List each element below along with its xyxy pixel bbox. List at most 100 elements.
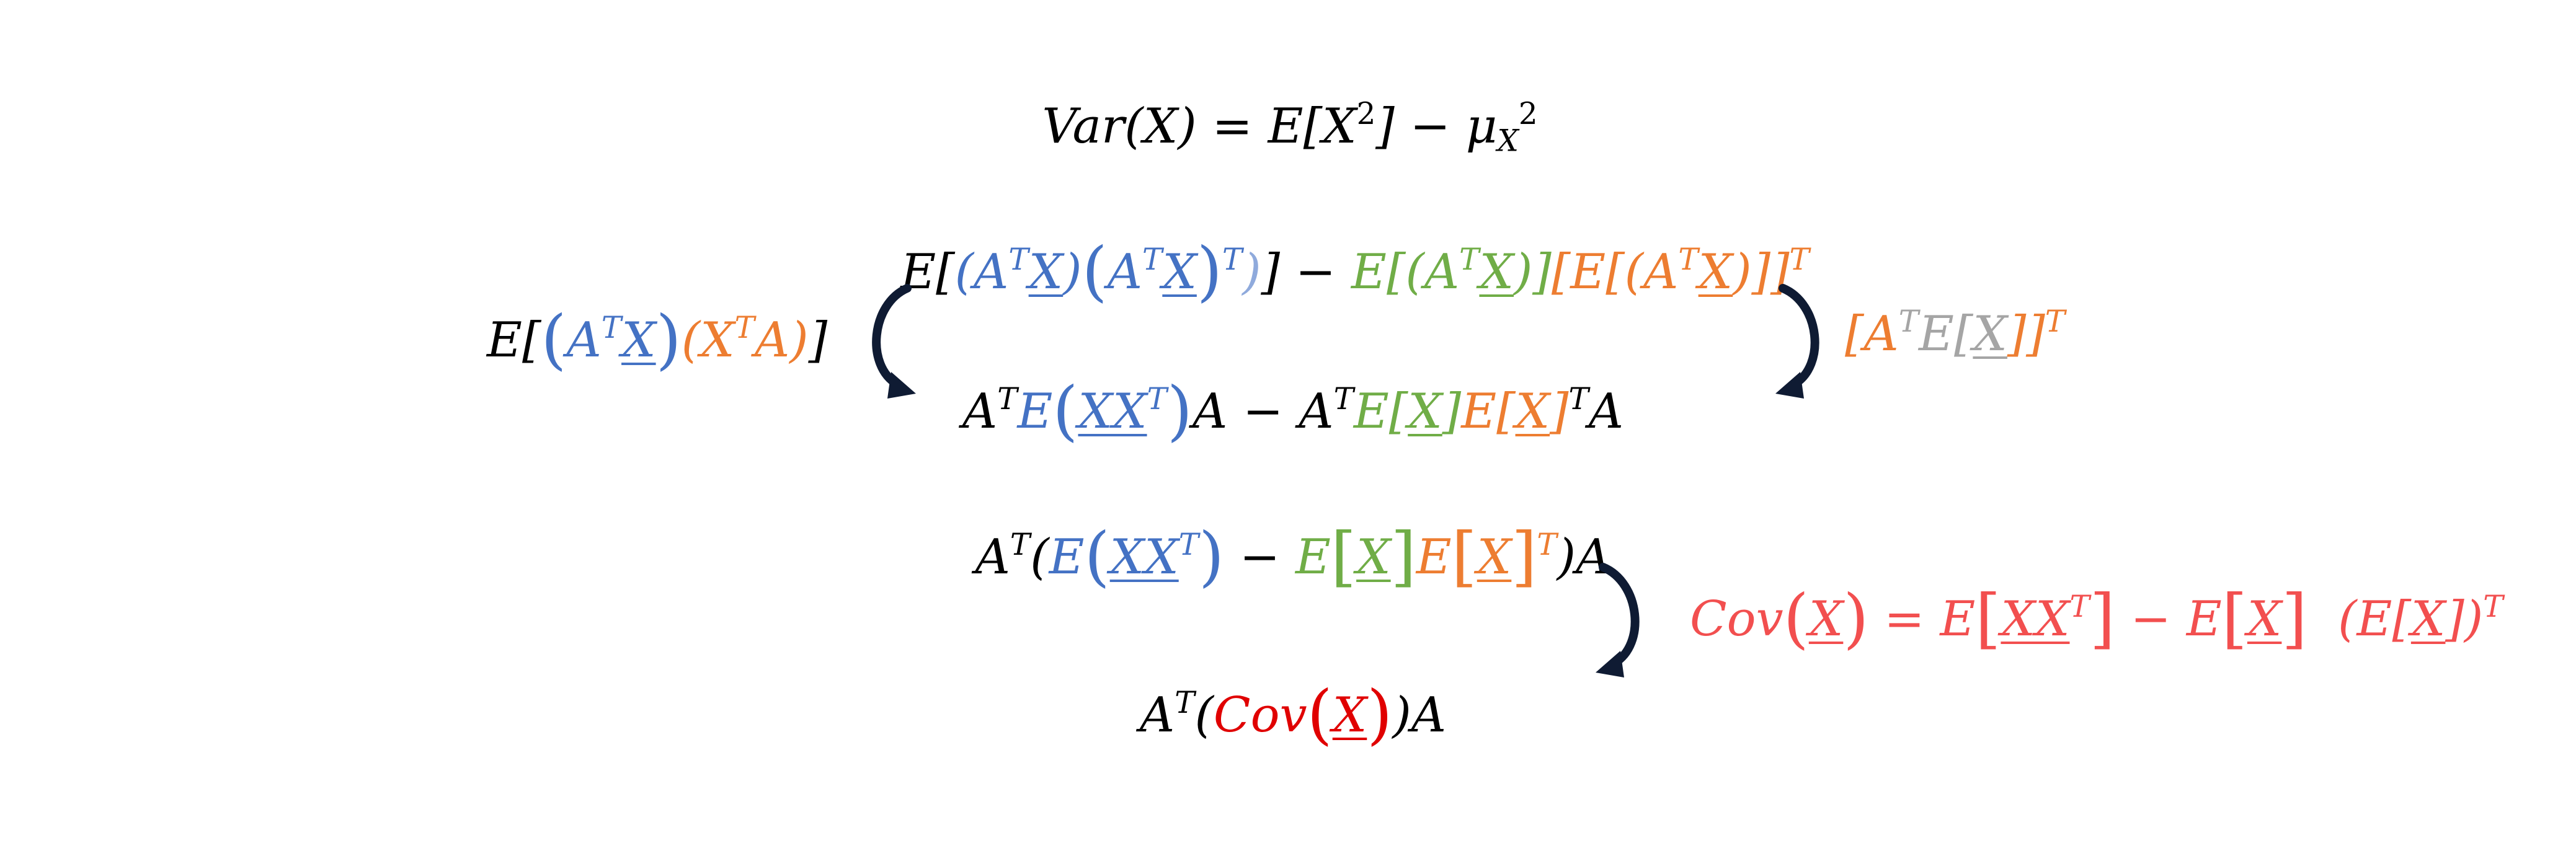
a2-transpose: T <box>1333 382 1354 417</box>
blue-x1: X <box>1028 244 1064 300</box>
mu-square-exponent: 2 <box>1518 97 1538 132</box>
expectation: E <box>1940 591 1976 647</box>
curved-arrow-right-top <box>1775 284 1819 399</box>
variance-lhs: Var(X) <box>1042 99 1197 154</box>
blue-a1: A <box>974 244 1009 300</box>
orange-bracket-open: [ <box>1451 518 1477 594</box>
bracket2-close: ] <box>2281 580 2307 656</box>
factored-expression: AT(E(XXT) − E[X]E[X]T)A <box>975 523 1611 588</box>
green-x: X <box>1356 529 1391 585</box>
orange-x: X <box>700 312 735 368</box>
blue-a2: A <box>1107 244 1143 300</box>
a-left: A <box>975 529 1010 585</box>
lhs-expansion: E[(ATX)(XTA)] <box>487 306 827 371</box>
green-bracket-close: ] <box>1390 518 1416 594</box>
orange-mean-close: ] <box>1550 384 1569 439</box>
orange-x: X <box>1698 244 1733 300</box>
green-expectation: E <box>1295 529 1331 585</box>
cov-x: X <box>1808 591 1844 647</box>
green-mean-open: E[ <box>1353 384 1408 439</box>
equals-sign: = <box>1212 99 1253 154</box>
curved-arrow-left <box>872 284 916 399</box>
outer-paren-close: )A <box>1557 529 1611 585</box>
xt: T <box>2069 589 2090 625</box>
orange-mean-open: E[ <box>1461 384 1516 439</box>
orange-outer-transpose: T <box>1789 242 1810 278</box>
blue-t2: T <box>1142 242 1163 278</box>
transpose-sup: T <box>1898 304 1919 340</box>
a-left: A <box>962 384 998 439</box>
orange-transpose: T <box>734 311 755 346</box>
a-transpose: T <box>997 382 1018 417</box>
blue-transpose: T <box>601 311 622 346</box>
equals-sign: = <box>1884 591 1925 647</box>
bracket-close: ] <box>2089 580 2115 656</box>
tail-x: X <box>2410 591 2446 647</box>
a-transpose: T <box>1175 686 1195 721</box>
orange-transpose: T <box>1537 527 1557 563</box>
cov-x: X <box>1332 687 1367 743</box>
blue-xt: T <box>1178 527 1199 563</box>
outer-paren-close: )A <box>1392 687 1447 743</box>
orange-a: A <box>754 312 790 368</box>
expectation-open: E[ <box>1919 306 1973 362</box>
green-transpose: T <box>1459 242 1480 278</box>
blue-paren-open: ( <box>541 301 567 377</box>
square-exponent: 2 <box>1356 97 1376 132</box>
rhs-transpose: [ATE[X]]T <box>1845 307 2065 358</box>
cov-label: Cov <box>1213 687 1307 743</box>
expectation-close: ] <box>808 312 828 368</box>
outer-paren-open: ( <box>1194 687 1214 743</box>
blue-x2: X <box>1162 244 1197 300</box>
orange-outer-transpose: T <box>2045 304 2066 340</box>
blue-xx: XX <box>1078 384 1147 439</box>
a2-left: A <box>1299 384 1334 439</box>
bracket2-open: [ <box>2221 580 2247 656</box>
blue-xx: XX <box>1109 529 1179 585</box>
mu-subscript: X <box>1497 123 1519 159</box>
x-vector: X <box>1973 306 2007 362</box>
green-bracket-open: [ <box>1331 518 1357 594</box>
orange-bracket-close: ] <box>1511 518 1537 594</box>
covariance-definition: Cov(X) = E[XXT] − E[X] (E[X])T <box>1690 585 2503 650</box>
second-moment: E[X <box>1268 99 1357 154</box>
cov-paren-open: ( <box>1307 676 1333 752</box>
xx: XX <box>2001 591 2070 647</box>
blue-paren-close: ) <box>1063 244 1082 300</box>
blue-paren-open: ( <box>1084 518 1110 594</box>
tail-close: ]) <box>2445 591 2484 647</box>
orange-transpose: T <box>1568 382 1589 417</box>
cov-paren-close: ) <box>1843 580 1869 656</box>
tail-transpose: T <box>2483 589 2503 625</box>
minus-sign: − <box>1410 99 1450 154</box>
result-expression: AT(Cov(X))A <box>1140 681 1446 746</box>
orange-transpose: T <box>1678 242 1699 278</box>
blue-paren-close: ) <box>655 301 682 377</box>
minus-sign: − <box>1243 384 1284 439</box>
orange-bracket-close: ]] <box>2007 306 2045 362</box>
blue-expectation: E <box>1049 529 1085 585</box>
minus-sign: − <box>2130 591 2172 647</box>
mu-symbol: μ <box>1465 99 1498 154</box>
orange-mean-open: [E[(A <box>1551 244 1679 300</box>
blue-paren-close: ) <box>1166 372 1193 449</box>
orange-expectation: E <box>1416 529 1452 585</box>
bracket-close: ] <box>1375 99 1395 154</box>
blue-paren-close: ) <box>1199 518 1225 594</box>
blue-x-vector: X <box>621 312 656 368</box>
cov-paren-open: ( <box>1783 580 1809 656</box>
blue-outer-transpose: T <box>1222 242 1243 278</box>
curved-arrow-right-bottom <box>1596 563 1640 677</box>
expanded-expression: ATE(XXT)A − ATE[X]E[X]TA <box>962 377 1623 443</box>
blue-a: A <box>566 312 602 368</box>
blue-expectation: E <box>1017 384 1053 439</box>
cov-paren-close: ) <box>1367 676 1393 752</box>
a-right: A <box>1192 384 1228 439</box>
variance-formula: Var(X) = E[X2] − μX2 <box>1042 99 1537 156</box>
green-x: X <box>1408 384 1442 439</box>
blue-big-paren-close: ) <box>1196 232 1222 309</box>
orange-x: X <box>1477 529 1512 585</box>
expectation-open: E[ <box>487 312 541 368</box>
green-mean-close: ] <box>1442 384 1462 439</box>
orange-x: X <box>1515 384 1550 439</box>
